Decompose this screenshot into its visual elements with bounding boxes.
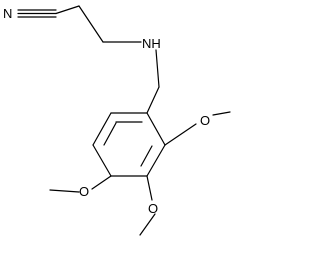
amine-ch2-bond [155, 49, 160, 88]
o4-ring-bond [91, 175, 112, 190]
ring-bond-c5-c6 [92, 112, 112, 146]
chain-bond-1 [55, 5, 80, 15]
o3-methyl-bond [139, 213, 156, 236]
amine-nh-label: NH [142, 36, 161, 51]
o2-ring-bond [164, 123, 197, 146]
benzyl-bond [146, 86, 160, 114]
methoxy-oxygen-4-label: O [79, 184, 89, 199]
o4-methyl-bond [49, 189, 80, 193]
o2-methyl-bond [212, 111, 231, 116]
chain-bond-2 [78, 5, 104, 43]
ring-bond-c1-c2 [146, 112, 166, 146]
ring-bond-c2-c3 [146, 144, 166, 177]
o3-ring-bond [146, 175, 153, 201]
nitrile-nitrogen-label: N [3, 6, 12, 21]
methoxy-oxygen-2-label: O [200, 113, 210, 128]
ring-double-bond-inner-2 [103, 122, 117, 146]
ring-bond-c4-c5 [92, 144, 112, 177]
molecule-structure-diagram: N NH O O O [3, 5, 231, 236]
methoxy-oxygen-3-label: O [148, 201, 158, 216]
ring-double-bond-inner-1 [140, 145, 153, 167]
